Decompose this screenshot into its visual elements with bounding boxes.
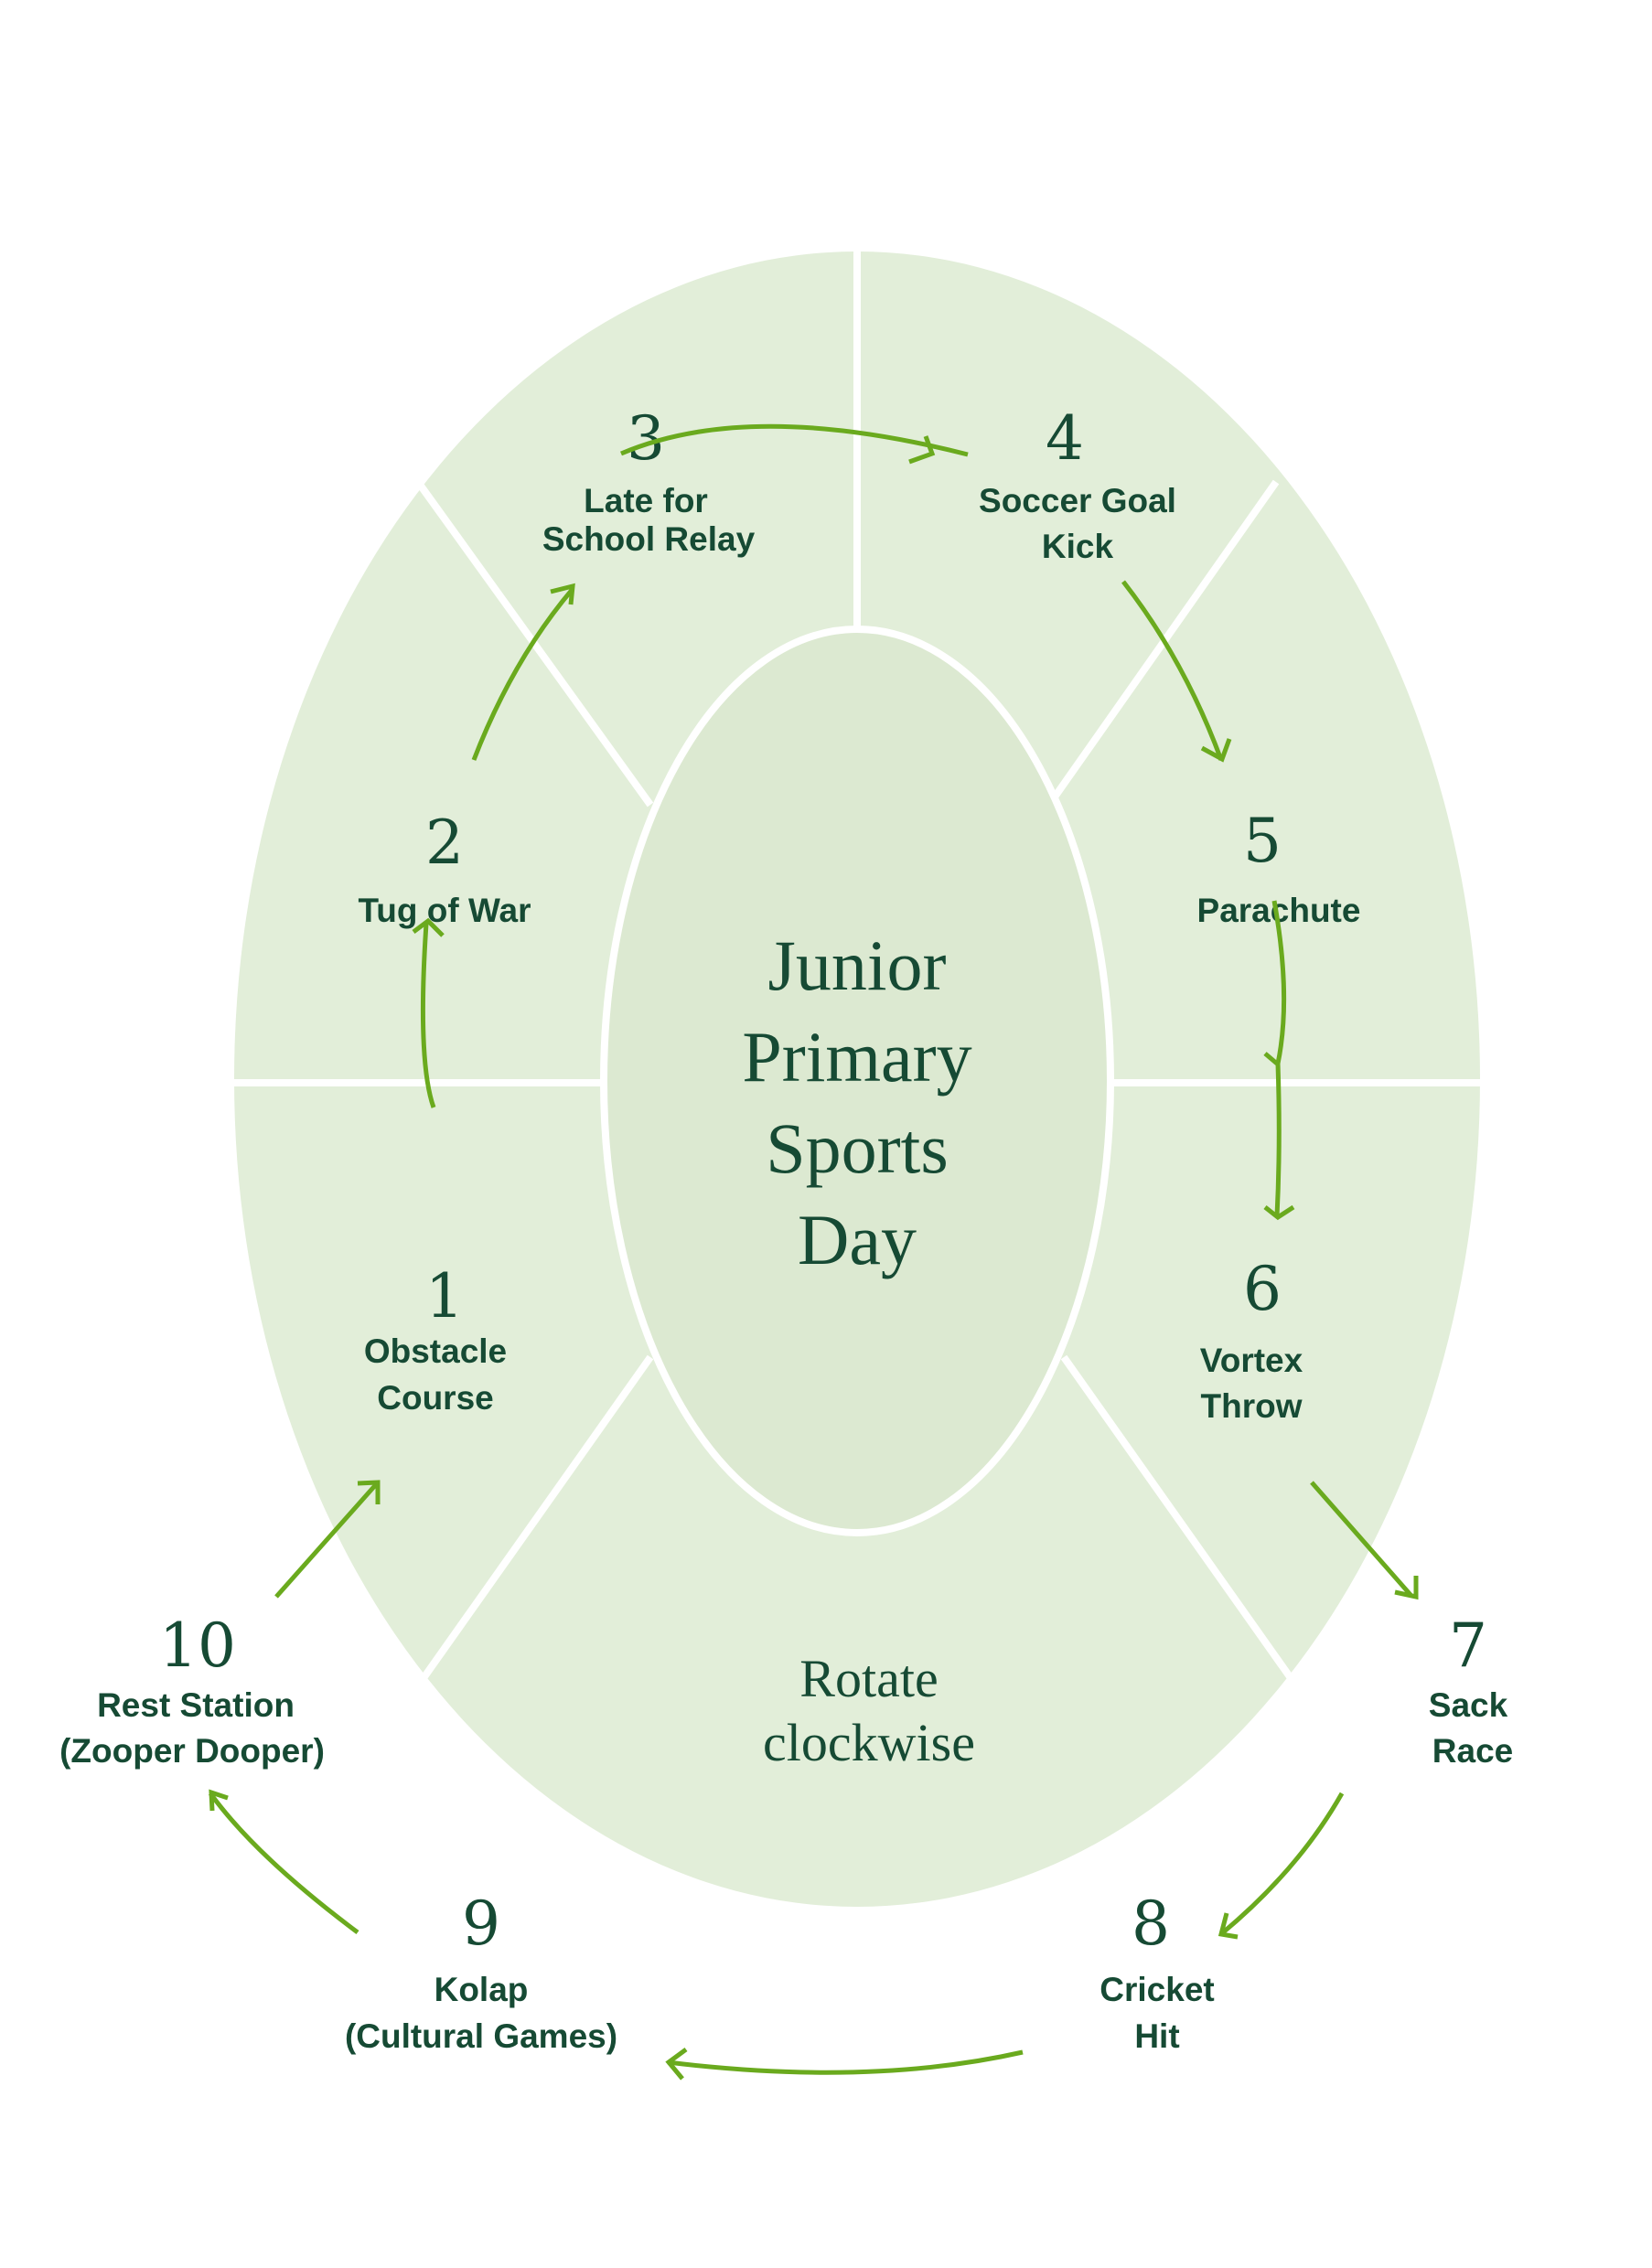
arrow-9-to-10 bbox=[208, 1789, 359, 1935]
divider-lower-right bbox=[1060, 1354, 1299, 1687]
inner-title-ellipse bbox=[600, 626, 1114, 1536]
station-number: 9 bbox=[462, 1888, 500, 1959]
arrow-shaft bbox=[208, 1792, 359, 1935]
arrow-shaft bbox=[471, 587, 574, 761]
instruction-line: clockwise bbox=[763, 1713, 975, 1772]
station-3: 3 Late for School Relay bbox=[542, 403, 756, 558]
arrow-head-icon bbox=[1200, 738, 1232, 763]
arrow-head-icon bbox=[665, 2047, 688, 2081]
station-label: Vortex bbox=[1200, 1342, 1303, 1379]
station-9: 9 Kolap (Cultural Games) bbox=[345, 1888, 617, 2055]
station-number: 7 bbox=[1449, 1610, 1487, 1681]
station-number: 10 bbox=[159, 1610, 236, 1681]
station-label: Rest Station bbox=[97, 1686, 295, 1724]
arrow-head-icon bbox=[1263, 1204, 1295, 1221]
arrow-8-to-9 bbox=[665, 2047, 1024, 2081]
title-line: Primary bbox=[742, 1017, 971, 1097]
arrow-shaft bbox=[1220, 1792, 1345, 1935]
page-title: Junior Primary Sports Day bbox=[742, 925, 971, 1279]
station-label: (Cultural Games) bbox=[345, 2017, 617, 2055]
arrow-shaft bbox=[1310, 1481, 1413, 1598]
arrow-shaft bbox=[420, 923, 436, 1108]
station-label: Kick bbox=[1042, 528, 1114, 565]
station-label: Throw bbox=[1201, 1387, 1303, 1425]
station-label: Cricket bbox=[1100, 1971, 1214, 2008]
instruction-line: Rotate bbox=[799, 1649, 938, 1708]
station-7: 7 Sack Race bbox=[1429, 1610, 1513, 1770]
divider-lower-left bbox=[415, 1354, 654, 1687]
station-2: 2 Tug of War bbox=[358, 808, 531, 929]
station-label: Late for bbox=[584, 482, 708, 519]
station-label: School Relay bbox=[542, 520, 756, 558]
station-5: 5 Parachute bbox=[1197, 806, 1361, 929]
arrow-10-to-1 bbox=[274, 1480, 381, 1599]
station-number: 8 bbox=[1132, 1888, 1170, 1959]
arrow-shaft bbox=[620, 423, 969, 457]
arrow-2-to-3 bbox=[471, 583, 575, 761]
arrow-6-to-7 bbox=[1310, 1481, 1419, 1600]
arrow-head-icon bbox=[357, 1480, 381, 1504]
station-label: Hit bbox=[1134, 2017, 1179, 2055]
station-label: (Zooper Dooper) bbox=[59, 1732, 325, 1770]
station-label: Sack bbox=[1429, 1686, 1508, 1724]
arrow-head-icon bbox=[1394, 1576, 1419, 1600]
arrow-head-icon bbox=[1218, 1912, 1239, 1940]
arrow-head-icon bbox=[1263, 1052, 1279, 1065]
arrow-shaft bbox=[667, 2049, 1024, 2075]
arrow-5-to-6 bbox=[1263, 900, 1295, 1221]
arrow-1-to-2 bbox=[412, 917, 445, 1108]
arrow-head-icon bbox=[209, 1789, 229, 1812]
station-number: 6 bbox=[1243, 1254, 1282, 1324]
station-label: Obstacle bbox=[364, 1332, 507, 1370]
station-4: 4 Soccer Goal Kick bbox=[979, 403, 1176, 565]
station-10: 10 Rest Station (Zooper Dooper) bbox=[59, 1610, 325, 1770]
arrow-head-icon bbox=[908, 435, 936, 465]
station-number: 5 bbox=[1243, 806, 1282, 876]
arrow-shaft bbox=[274, 1481, 380, 1599]
flow-arrows bbox=[208, 423, 1419, 2081]
title-line: Sports bbox=[766, 1108, 948, 1188]
rotation-instruction: Rotate clockwise bbox=[763, 1649, 975, 1772]
station-label: Course bbox=[377, 1379, 493, 1417]
station-1: 1 Obstacle Course bbox=[364, 1261, 507, 1417]
arrow-head-icon bbox=[412, 917, 445, 937]
station-number: 4 bbox=[1046, 403, 1084, 474]
arrow-shaft bbox=[1271, 900, 1287, 1217]
station-label: Race bbox=[1432, 1732, 1513, 1770]
divider-upper-right bbox=[1046, 479, 1280, 808]
arrow-head-icon bbox=[550, 583, 575, 605]
station-6: 6 Vortex Throw bbox=[1200, 1254, 1303, 1425]
title-line: Day bbox=[798, 1200, 917, 1279]
title-line: Junior bbox=[768, 925, 947, 1005]
station-number: 1 bbox=[425, 1261, 464, 1332]
arrow-shaft bbox=[1121, 580, 1224, 761]
station-8: 8 Cricket Hit bbox=[1100, 1888, 1214, 2055]
station-label: Soccer Goal bbox=[979, 482, 1176, 519]
arrow-3-to-4 bbox=[620, 423, 969, 465]
station-label: Tug of War bbox=[358, 892, 531, 929]
station-label: Kolap bbox=[434, 1971, 529, 2008]
station-number: 2 bbox=[425, 808, 464, 878]
arrow-4-to-5 bbox=[1121, 580, 1232, 763]
arrow-7-to-8 bbox=[1218, 1792, 1345, 1940]
